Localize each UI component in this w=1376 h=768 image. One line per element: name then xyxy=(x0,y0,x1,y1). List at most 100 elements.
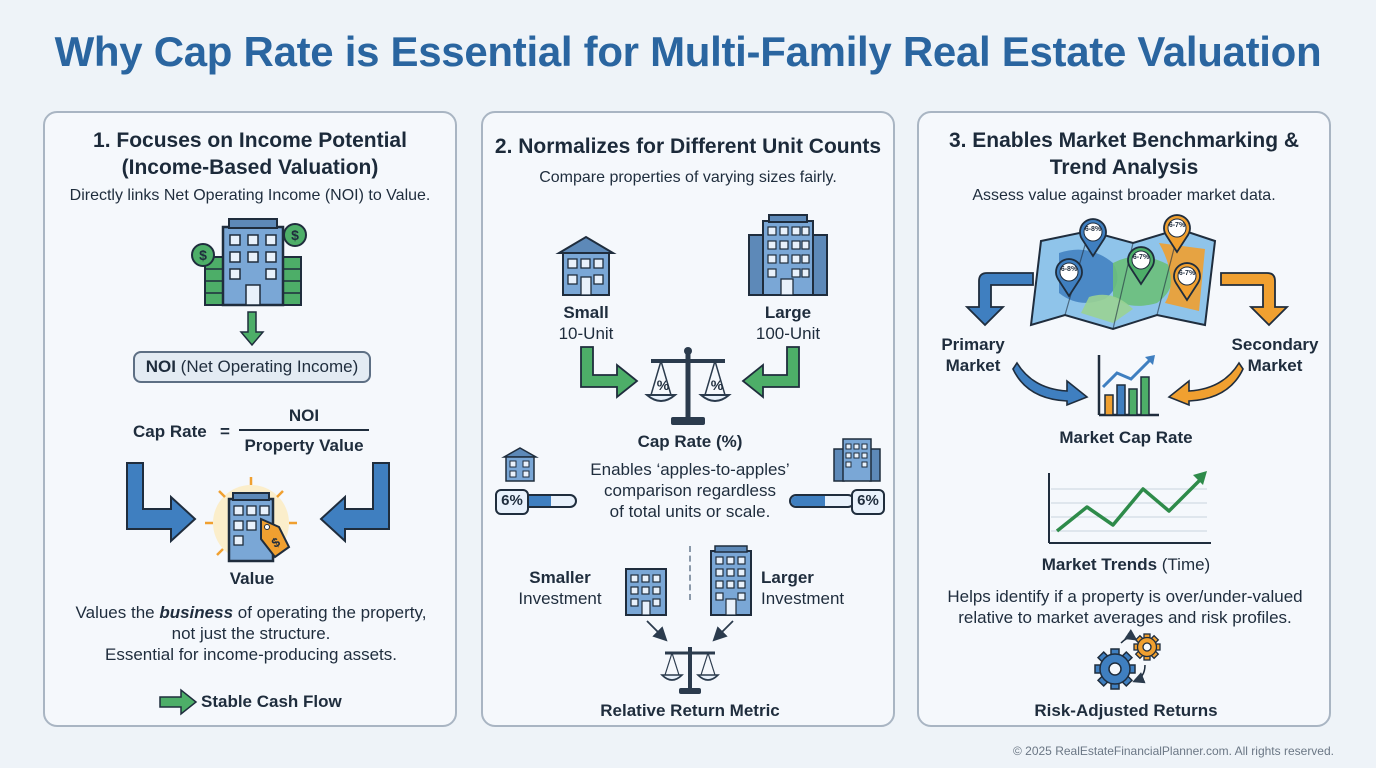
large-label: Large xyxy=(764,303,812,322)
svg-text:$: $ xyxy=(199,247,207,263)
market-cap-rate: Market Cap Rate xyxy=(1059,428,1193,447)
panel3-heading-line2: Trend Analysis xyxy=(1049,156,1199,179)
green-arrow-left-icon xyxy=(580,346,639,399)
noi-box: NOI (Net Operating Income) xyxy=(133,351,371,383)
page-title: Why Cap Rate is Essential for Multi-Fami… xyxy=(54,28,1322,75)
blue-branch-arrow-icon xyxy=(964,272,1034,327)
dashed-divider xyxy=(689,546,691,600)
larger-investment: Larger Investment xyxy=(761,567,871,609)
small-scale-icon xyxy=(660,647,720,694)
secondary-line1: Secondary xyxy=(1231,335,1319,354)
panel1-heading-line1: 1. Focuses on Income Potential xyxy=(93,129,407,152)
desc-emphasis: business xyxy=(159,603,234,622)
secondary-line2: Market xyxy=(1247,356,1303,375)
formula-equals: = xyxy=(220,422,230,441)
right-gauge-fill xyxy=(791,496,826,506)
left-curved-arrow-icon xyxy=(126,462,197,544)
left-gauge-value: 6% xyxy=(495,489,529,515)
larger-bold: Larger xyxy=(761,568,814,587)
trends-rest: (Time) xyxy=(1157,555,1211,574)
bar-chart-icon xyxy=(1097,355,1159,417)
map-pin-2-icon xyxy=(1163,214,1191,254)
desc-prefix: Values the xyxy=(75,603,160,622)
smaller-bold: Smaller xyxy=(529,568,591,587)
formula-label: Cap Rate xyxy=(133,422,207,441)
building-price-tag-icon: $ xyxy=(205,477,297,563)
pin-1-label: 6-8% xyxy=(1084,226,1102,233)
panel1-desc-line3: Essential for income-producing assets. xyxy=(105,645,397,664)
right-arrow-icon xyxy=(159,688,198,716)
panel2-desc-line2: comparison regardless xyxy=(604,481,776,500)
larger-rest: Investment xyxy=(761,589,845,608)
panel-normalizes-units: 2. Normalizes for Different Unit Counts … xyxy=(481,111,895,727)
large-units: 100-Unit xyxy=(755,324,821,343)
panel2-heading: 2. Normalizes for Different Unit Counts xyxy=(494,135,882,158)
converging-arrows-icon xyxy=(646,620,734,642)
noi-abbr: NOI xyxy=(145,357,176,376)
blue-curve-arrow-icon xyxy=(1012,361,1089,407)
cap-rate-label: Cap Rate (%) xyxy=(637,432,743,451)
primary-line2: Market xyxy=(945,356,1001,375)
copyright-footer: © 2025 RealEstateFinancialPlanner.com. A… xyxy=(1012,744,1334,758)
pin-2-label: 6-7% xyxy=(1168,222,1186,229)
pin-3-label: 6-8% xyxy=(1060,266,1078,273)
svg-text:$: $ xyxy=(291,227,299,243)
right-gauge-value: 6% xyxy=(851,489,885,515)
large-building-icon xyxy=(748,214,828,296)
risk-adjusted-returns: Risk-Adjusted Returns xyxy=(1034,701,1218,720)
panel2-desc-line1: Enables ‘apples-to-apples’ xyxy=(590,460,790,479)
tall-building-icon xyxy=(710,545,752,616)
trend-line-icon xyxy=(1048,471,1211,544)
primary-line1: Primary xyxy=(941,335,1005,354)
green-arrow-right-icon xyxy=(741,346,800,399)
market-map-icon xyxy=(1029,227,1217,331)
primary-market: Primary Market xyxy=(923,334,1023,376)
large-building-mini-icon xyxy=(833,438,881,482)
orange-branch-arrow-icon xyxy=(1220,272,1290,327)
panel1-subtitle: Directly links Net Operating Income (NOI… xyxy=(69,187,431,204)
secondary-market: Secondary Market xyxy=(1225,334,1325,376)
apartment-money-icon: $ $ xyxy=(191,218,307,307)
formula-denominator: Property Value xyxy=(244,436,364,455)
small-label: Small xyxy=(563,303,609,322)
value-label: Value xyxy=(229,569,275,588)
fraction-line xyxy=(239,429,369,431)
down-arrow-icon xyxy=(239,311,265,347)
panel1-heading: 1. Focuses on Income Potential (Income-B… xyxy=(45,127,455,181)
panel2-description: Enables ‘apples-to-apples’ comparison re… xyxy=(570,459,810,522)
panel3-desc-line2: relative to market averages and risk pro… xyxy=(958,608,1292,627)
desc-suffix: of operating the property, xyxy=(233,603,427,622)
trends-bold: Market Trends xyxy=(1041,555,1158,574)
noi-full: (Net Operating Income) xyxy=(180,357,359,376)
panel1-desc-line2: not just the structure. xyxy=(171,624,331,643)
panel1-desc-line1: Values the business of operating the pro… xyxy=(55,602,447,623)
smaller-investment: Smaller Investment xyxy=(505,567,615,609)
panel-market-benchmarking: 3. Enables Market Benchmarking & Trend A… xyxy=(917,111,1331,727)
right-curved-arrow-icon xyxy=(319,462,390,544)
map-pin-4-icon xyxy=(1127,246,1155,286)
relative-return-metric: Relative Return Metric xyxy=(600,701,780,720)
balance-scale-icon xyxy=(644,347,732,425)
map-pin-5-icon xyxy=(1173,262,1201,302)
smaller-rest: Investment xyxy=(518,589,602,608)
map-pin-1-icon xyxy=(1079,218,1107,258)
stable-cash-flow: Stable Cash Flow xyxy=(201,692,342,711)
panel3-desc-line1: Helps identify if a property is over/und… xyxy=(947,587,1303,606)
map-pin-3-icon xyxy=(1055,258,1083,298)
panel2-desc-line3: of total units or scale. xyxy=(609,502,771,521)
left-gauge-fill xyxy=(521,496,551,506)
scale-percent-right: % xyxy=(710,377,724,393)
market-trends: Market Trends (Time) xyxy=(976,554,1276,575)
panel3-heading: 3. Enables Market Benchmarking & Trend A… xyxy=(919,127,1329,181)
small-building-mini-icon xyxy=(501,447,539,482)
small-building-icon xyxy=(555,235,617,296)
right-cap-gauge: 6% xyxy=(789,489,885,515)
orange-curve-arrow-icon xyxy=(1167,361,1244,407)
left-cap-gauge: 6% xyxy=(495,489,579,515)
panel3-heading-line1: 3. Enables Market Benchmarking & xyxy=(948,129,1300,152)
panel-income-potential: 1. Focuses on Income Potential (Income-B… xyxy=(43,111,457,727)
panel2-subtitle: Compare properties of varying sizes fair… xyxy=(539,169,837,186)
scale-percent-left: % xyxy=(656,377,670,393)
pin-5-label: 6-7% xyxy=(1178,270,1196,277)
panel1-heading-line2: (Income-Based Valuation) xyxy=(121,156,379,179)
